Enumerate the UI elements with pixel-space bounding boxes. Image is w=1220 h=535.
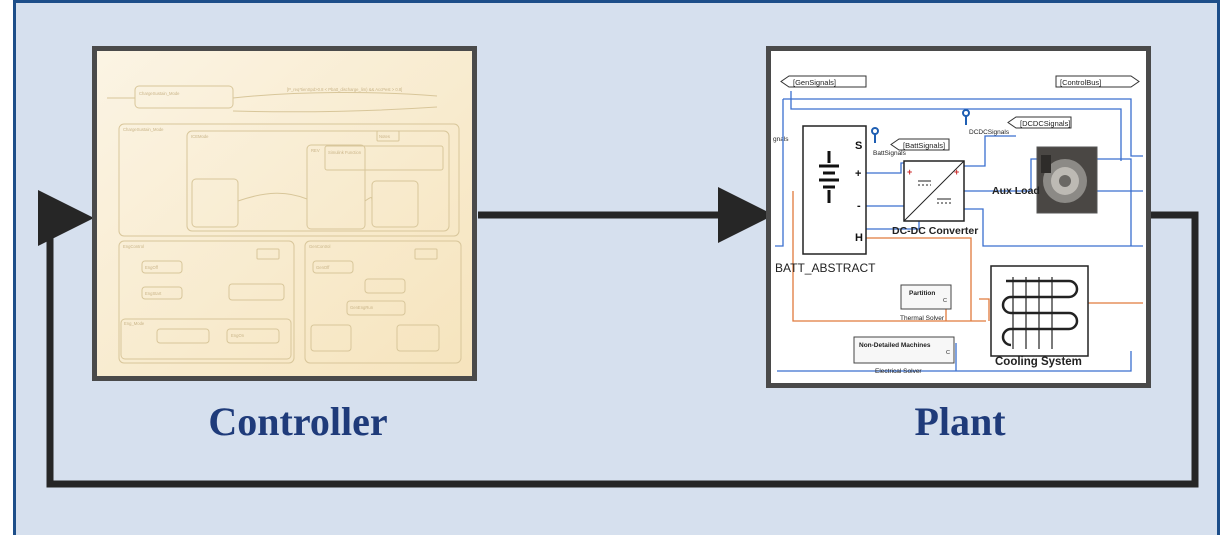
- controller-panel[interactable]: ChargeSustain_Mode [P_req*tienSpd>0.8 < …: [92, 46, 477, 381]
- plant-panel[interactable]: [GenSignals] [ControlBus] [BattSignals] …: [766, 46, 1151, 388]
- converter-plus-right: +: [954, 167, 959, 177]
- plant-label: Plant: [880, 398, 1040, 445]
- signals-line-label: gnals: [773, 136, 789, 143]
- battery-port-plus: +: [855, 168, 861, 180]
- chart-text-11: EngStart: [145, 291, 162, 296]
- chart-text-12: EngOn: [231, 333, 245, 338]
- controller-label: Controller: [168, 398, 428, 445]
- plant-model-diagram: [GenSignals] [ControlBus] [BattSignals] …: [771, 51, 1146, 383]
- converter-plus-left: +: [907, 167, 912, 177]
- dcdc-signals-line-label: DCDCSignals: [969, 129, 1010, 136]
- chart-text-7: EngControl: [123, 244, 144, 249]
- non-detailed-c: C: [946, 350, 950, 356]
- non-detailed-label: Non-Detailed Machines: [859, 342, 931, 349]
- chart-text-13: Eng_Mode: [124, 321, 145, 326]
- batt-signals-goto-text: [BattSignals]: [903, 141, 945, 150]
- partition-block: [901, 285, 951, 309]
- electrical-solver-label: Electrical Solver: [875, 368, 922, 375]
- chart-text-15: Notes: [379, 134, 390, 139]
- chart-text-10: GenOff: [316, 265, 330, 270]
- chart-text-4: ICEMode: [191, 134, 209, 139]
- dcdc-signals-goto-text: [DCDCSignals]: [1020, 119, 1070, 128]
- battery-name: BATT_ABSTRACT: [775, 261, 876, 275]
- controller-stateflow-chart: ChargeSustain_Mode [P_req*tienSpd>0.8 < …: [97, 51, 472, 376]
- chart-text-5: REV: [311, 148, 320, 153]
- chart-text-9: EngOff: [145, 265, 159, 270]
- chart-text-6: Simulink Function: [328, 150, 362, 155]
- chart-text-14: GenEngRun: [350, 305, 374, 310]
- partition-c: C: [943, 298, 947, 304]
- non-detailed-machines-block: [854, 337, 954, 363]
- gen-signals-text: [GenSignals]: [793, 78, 836, 87]
- battery-port-h: H: [855, 232, 863, 244]
- cooling-system-name: Cooling System: [995, 356, 1082, 368]
- converter-name: DC-DC Converter: [892, 225, 978, 237]
- chart-text-8: GenControl: [309, 244, 330, 249]
- batt-signals-line-label: BattSignals: [873, 150, 907, 157]
- thermal-solver-label: Thermal Solver: [900, 315, 945, 322]
- battery-port-s: S: [855, 140, 862, 152]
- chart-text-2: [P_req*tienSpd>0.8 < Pbatt_discharge_lim…: [287, 87, 402, 92]
- aux-load-name: Aux Load: [992, 185, 1040, 197]
- partition-label: Partition: [909, 290, 935, 297]
- chart-text-3: ChargeSustain_Mode: [123, 127, 164, 132]
- battery-port-minus: -: [857, 200, 861, 212]
- chart-text-1: ChargeSustain_Mode: [139, 91, 180, 96]
- control-bus-text: [ControlBus]: [1060, 78, 1101, 87]
